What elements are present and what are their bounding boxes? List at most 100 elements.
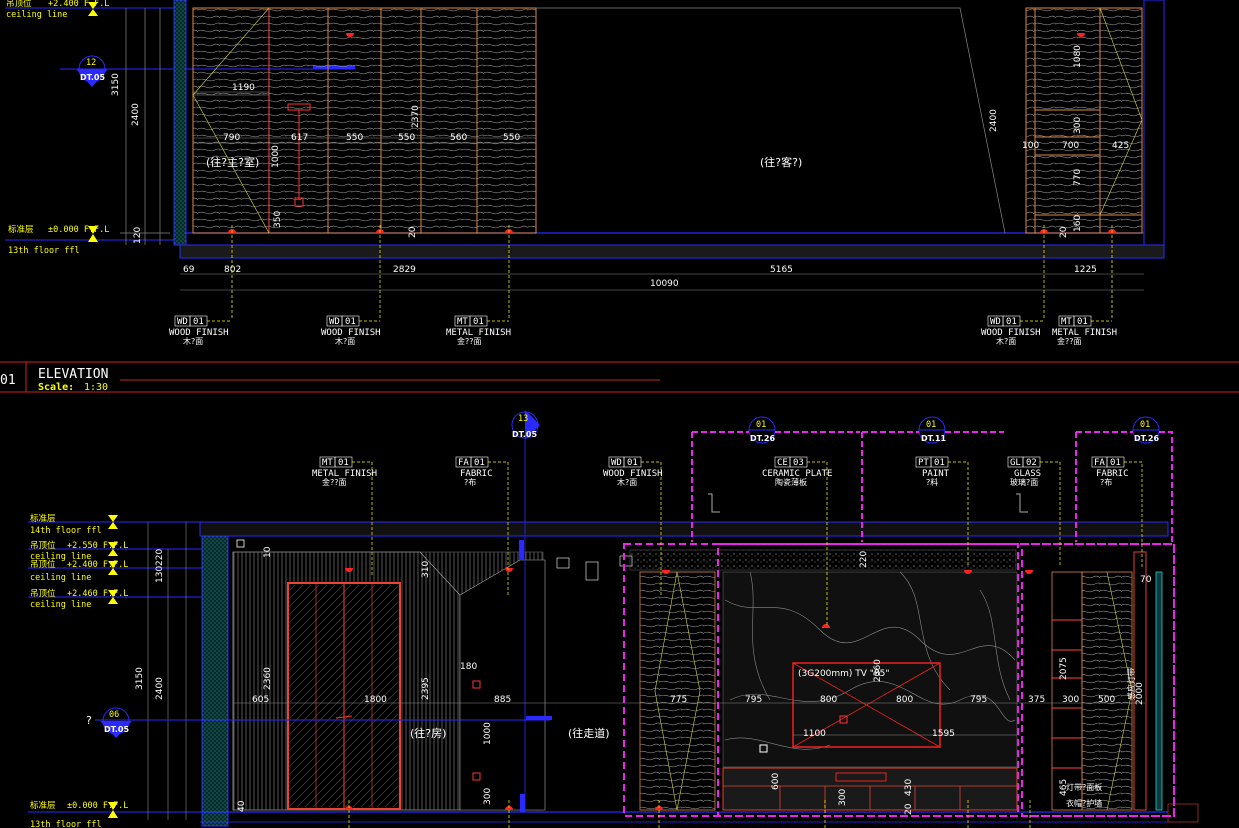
- tag-cn: 金??面: [457, 336, 482, 346]
- level-marker-icon: [88, 226, 98, 242]
- tag-code: MT: [322, 458, 333, 468]
- dim-2400: 2400: [155, 677, 165, 700]
- glass-shelf: [1051, 571, 1083, 811]
- dim-1000: 1000: [271, 145, 281, 168]
- section-number: 12: [86, 58, 96, 68]
- tag-en: PAINT: [922, 469, 950, 479]
- dim-1800: 1800: [364, 695, 387, 705]
- tag-cn: ?布: [1100, 477, 1112, 487]
- dim-770: 770: [1073, 169, 1083, 186]
- tag-num: 01: [1006, 317, 1017, 327]
- level-value: +2.460 F.F.L: [67, 589, 128, 599]
- material-tag: MT 01 METAL FINISH 金??面: [446, 315, 511, 346]
- dim-617: 617: [291, 133, 308, 143]
- tag-en: METAL FINISH: [312, 469, 377, 479]
- dim-1080: 1080: [1073, 45, 1083, 68]
- room-label-bedroom: (往?房): [410, 726, 446, 740]
- tag-num: 03: [793, 458, 804, 468]
- ceiling-device-icons: [236, 539, 633, 581]
- tag-en: WOOD FINISH: [981, 328, 1041, 338]
- lower-horizontal-dims: 605 1800 885 775 795 800 800 795 375 300…: [233, 662, 1145, 739]
- material-tag: PT 01 PAINT ?料: [915, 456, 969, 567]
- marble-wall: [722, 571, 1018, 768]
- tag-en: FABRIC: [1096, 469, 1129, 479]
- upper-level-ceiling: 吊顶位 +2.400 F.F.L ceiling line: [5, 0, 180, 20]
- level-cn: 标准层: [30, 800, 56, 811]
- wall-left: [201, 535, 229, 827]
- tag-num: 01: [1110, 458, 1121, 468]
- tag-en: FABRIC: [460, 469, 493, 479]
- dim-2370: 2370: [411, 105, 421, 128]
- section-number: 01: [1140, 420, 1150, 430]
- tag-code: PT: [918, 458, 929, 468]
- level-en: ceiling line: [30, 573, 91, 583]
- section-marker-06: 06 DT.05: [100, 707, 132, 738]
- level-en: 13th floor ffl: [8, 246, 80, 256]
- dim-795b: 795: [970, 695, 987, 705]
- dim-350: 350: [273, 211, 283, 228]
- wall-left: [173, 0, 187, 246]
- upper-bottom-dims: 69 802 2829 5165 1225 10090: [180, 265, 1144, 291]
- tag-cn: 木?面: [996, 336, 1016, 346]
- material-tag: GL 02 GLASS 玻璃?面: [1007, 456, 1061, 567]
- device-icon: [236, 539, 245, 548]
- dim-10090: 10090: [650, 279, 679, 289]
- tag-num: 01: [338, 458, 349, 468]
- level-en: ceiling line: [30, 600, 91, 610]
- dim-5165: 5165: [770, 265, 793, 275]
- tag-cn: ?布: [464, 477, 476, 487]
- section-ref: DT.11: [921, 434, 946, 443]
- lower-levels: 标准层 14th floor ffl 吊顶位 +2.550 F.F.L ceil…: [28, 513, 205, 828]
- tag-num: 01: [1077, 317, 1088, 327]
- level-cn: 吊顶位: [30, 559, 56, 570]
- level-marker-icon: [108, 802, 118, 818]
- level-en: ceiling line: [30, 552, 91, 562]
- dim-2000: 2000: [1135, 682, 1145, 705]
- level-cn: 吊顶位: [6, 0, 32, 9]
- material-tag: MT 01 METAL FINISH 金??面: [1052, 315, 1117, 346]
- dim-2400: 2400: [131, 103, 141, 126]
- level-value: +2.550 F.F.L: [67, 541, 128, 551]
- tag-cn: 玻璃?面: [1010, 477, 1038, 487]
- section-ref: DT.05: [80, 73, 105, 82]
- material-tag: WD 01 WOOD FINISH 木?面: [321, 315, 381, 346]
- dim-465: 465: [1059, 779, 1069, 796]
- tag-num: 01: [473, 317, 484, 327]
- device-icon: [556, 557, 570, 569]
- tag-en: WOOD FINISH: [169, 328, 229, 338]
- dim-2400r: 2400: [989, 109, 999, 132]
- level-value: ±0.000 F.F.L: [48, 225, 109, 235]
- dim-3150: 3150: [111, 73, 121, 96]
- lower-material-tags: MT 01 METAL FINISH 金??面 FA 01 FABRIC ?布 …: [312, 456, 1143, 627]
- tag-cn: 金??面: [322, 477, 347, 487]
- room-label-living: (往?客?): [760, 155, 802, 169]
- dim-1000: 1000: [483, 722, 493, 745]
- dim-180: 180: [460, 662, 477, 672]
- tag-en: WOOD FINISH: [603, 469, 663, 479]
- tag-code: FA: [458, 458, 469, 468]
- dim-795: 795: [745, 695, 762, 705]
- level-cn: 标准层: [30, 513, 56, 524]
- tag-cn: 木?面: [335, 336, 355, 346]
- level-marker-icon: [108, 515, 118, 529]
- section-ref: DT.26: [1134, 434, 1159, 443]
- question-mark: ?: [86, 714, 92, 727]
- material-tag: WD 01 WOOD FINISH 木?面: [981, 315, 1044, 346]
- material-tag: WD 01 WOOD FINISH 木?面: [169, 315, 230, 346]
- dim-2075: 2075: [1059, 657, 1069, 680]
- right-cabinet: [1025, 7, 1143, 234]
- dim-2360: 2360: [263, 667, 273, 690]
- tag-en: CERAMIC PLATE: [762, 469, 832, 479]
- dim-790: 790: [223, 133, 240, 143]
- material-tag: MT 01 METAL FINISH 金??面: [312, 456, 377, 577]
- level-en: ceiling line: [6, 10, 67, 20]
- dim-600: 600: [771, 773, 781, 790]
- dim-700: 700: [1062, 141, 1079, 151]
- ceiling-strip: [629, 549, 1017, 571]
- dim-885: 885: [494, 695, 511, 705]
- dim-300: 300: [1062, 695, 1079, 705]
- dim-3150: 3150: [135, 667, 145, 690]
- tag-en: WOOD FINISH: [321, 328, 381, 338]
- wall-right: [1143, 0, 1165, 249]
- upper-left-dims: [120, 8, 170, 245]
